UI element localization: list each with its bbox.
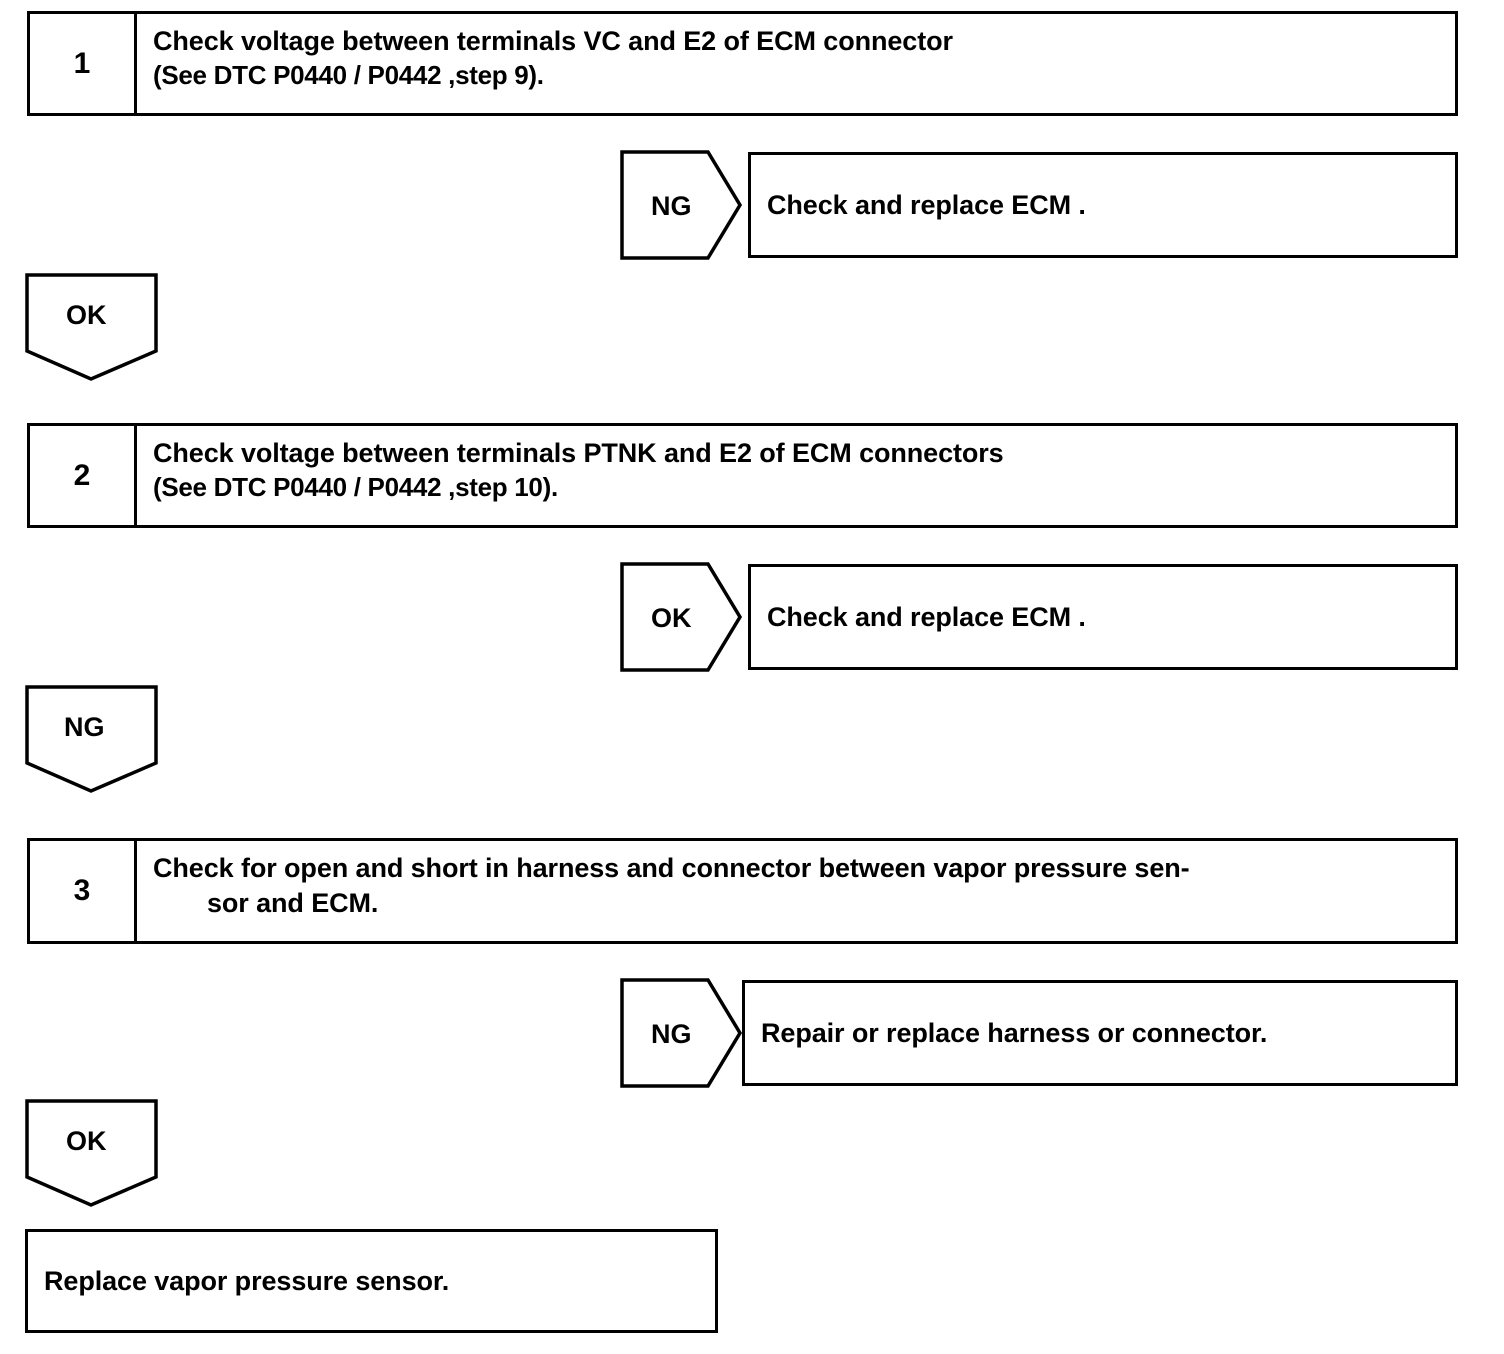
arrow-down-shape-3: [25, 1099, 158, 1207]
step-box-3[interactable]: 3 Check for open and short in harness an…: [27, 838, 1458, 944]
continuation-arrow-label-ok-1: OK: [66, 300, 107, 330]
step-3-line-2: sor and ECM.: [207, 888, 379, 919]
continuation-arrow-ok-1: [25, 273, 158, 381]
arrow-right-shape-3: [620, 978, 743, 1088]
step-box-2[interactable]: 2 Check voltage between terminals PTNK a…: [27, 423, 1458, 528]
final-action-box[interactable]: Replace vapor pressure sensor.: [25, 1229, 718, 1333]
branch-arrow-ng-1: [620, 150, 743, 260]
result-box-2[interactable]: Check and replace ECM .: [748, 564, 1458, 670]
step-text-3: Check for open and short in harness and …: [137, 841, 1455, 941]
branch-arrow-label-ng-1: NG: [651, 191, 692, 221]
step-1-line-2: (See DTC P0440 / P0442 ,step 9).: [153, 60, 544, 91]
branch-arrow-ok-2: [620, 562, 743, 672]
result-box-3[interactable]: Repair or replace harness or connector.: [742, 980, 1458, 1086]
arrow-down-shape-2: [25, 685, 158, 793]
step-box-1[interactable]: 1 Check voltage between terminals VC and…: [27, 11, 1458, 116]
step-number-2: 2: [30, 426, 137, 525]
continuation-arrow-ng-2: [25, 685, 158, 793]
step-text-2: Check voltage between terminals PTNK and…: [137, 426, 1455, 525]
step-1-line-1: Check voltage between terminals VC and E…: [153, 26, 953, 56]
arrow-right-shape-2: [620, 562, 743, 672]
step-text-1: Check voltage between terminals VC and E…: [137, 14, 1455, 113]
continuation-arrow-label-ng-2: NG: [64, 712, 105, 742]
step-2-line-2: (See DTC P0440 / P0442 ,step 10).: [153, 472, 558, 503]
branch-arrow-label-ok-2: OK: [651, 603, 692, 633]
branch-arrow-ng-3: [620, 978, 743, 1088]
continuation-arrow-label-ok-3: OK: [66, 1126, 107, 1156]
step-number-3: 3: [30, 841, 137, 941]
result-box-1[interactable]: Check and replace ECM .: [748, 152, 1458, 258]
step-number-1: 1: [30, 14, 137, 113]
branch-arrow-label-ng-3: NG: [651, 1019, 692, 1049]
continuation-arrow-ok-3: [25, 1099, 158, 1207]
step-2-line-1: Check voltage between terminals PTNK and…: [153, 438, 1004, 468]
arrow-down-shape-1: [25, 273, 158, 381]
step-3-line-1: Check for open and short in harness and …: [153, 853, 1190, 883]
arrow-right-shape-1: [620, 150, 743, 260]
